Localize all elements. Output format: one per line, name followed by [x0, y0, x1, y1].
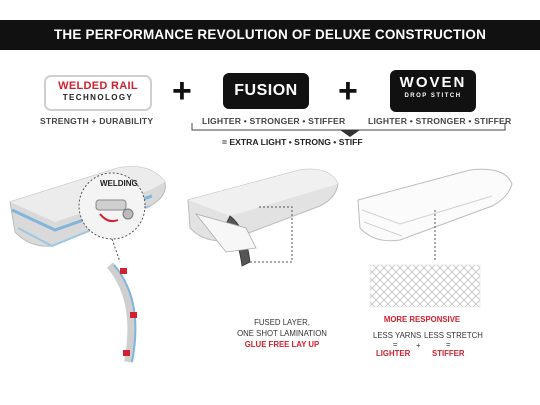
plus-sign-2: +: [338, 72, 358, 110]
less-stretch-label: LESS STRETCH: [424, 331, 483, 340]
banner-title: THE PERFORMANCE REVOLUTION OF DELUXE CON…: [53, 27, 487, 42]
welded-rail-title: WELDED RAIL: [58, 80, 138, 92]
caption-bracket: [191, 123, 506, 131]
welded-caption: STRENGTH + DURABILITY: [40, 116, 154, 126]
fusion-board: [187, 168, 339, 267]
fusion-badge: FUSION: [223, 73, 309, 109]
equals-sign-2: =: [446, 340, 451, 349]
equals-sign-1: =: [393, 340, 398, 349]
bracket-pointer: [340, 130, 360, 137]
fused-line-2: ONE SHOT LAMINATION: [237, 329, 327, 338]
plus-sign-small: +: [416, 341, 421, 350]
less-yarns-label: LESS YARNS: [373, 331, 422, 340]
stiffer-label: STIFFER: [432, 349, 465, 358]
woven-title: WOVEN: [399, 74, 467, 91]
woven-drop-stitch-badge: WOVEN DROP STITCH: [390, 70, 476, 112]
woven-caption: LIGHTER • STRONGER • STIFFER: [368, 116, 512, 126]
fusion-caption: LIGHTER • STRONGER • STIFFER: [202, 116, 346, 126]
fused-line-1: FUSED LAYER,: [254, 318, 310, 327]
plus-sign-1: +: [172, 72, 192, 110]
title-banner: [0, 20, 540, 50]
fused-pointer-line: [250, 206, 293, 263]
drop-stitch-mesh: [369, 264, 481, 308]
woven-subtitle: DROP STITCH: [404, 93, 462, 99]
welding-tool-icon: [95, 199, 134, 223]
lighter-label: LIGHTER: [376, 349, 411, 358]
welded-rail-subtitle: TECHNOLOGY: [62, 93, 134, 102]
fused-line-3: GLUE FREE LAY UP: [244, 340, 320, 349]
welding-pointer-line: [111, 238, 121, 263]
summary-caption: = EXTRA LIGHT • STRONG • STIFF: [222, 137, 363, 147]
woven-board: [357, 168, 513, 242]
more-responsive-label: MORE RESPONSIVE: [383, 315, 461, 324]
welded-rail-badge: WELDED RAIL TECHNOLOGY: [44, 75, 152, 111]
fused-layer-text: FUSED LAYER, ONE SHOT LAMINATION GLUE FR…: [222, 317, 342, 350]
rail-cross-section: [106, 262, 137, 363]
welding-label: WELDING: [100, 179, 138, 188]
